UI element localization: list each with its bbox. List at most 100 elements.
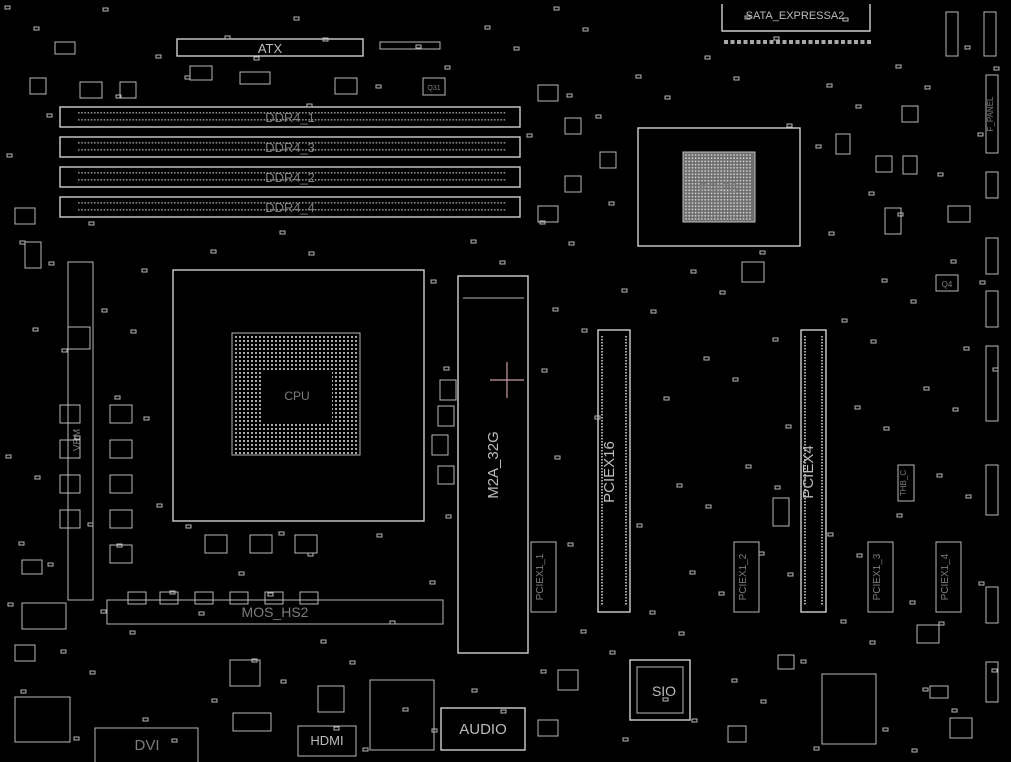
cpu-pin (243, 420, 245, 422)
dimm-pin (369, 179, 371, 181)
cpu-pin (319, 340, 321, 342)
cpu-pin (279, 436, 281, 438)
pcie-pin (821, 501, 823, 503)
pch-ball (742, 182, 745, 185)
dimm-pin (97, 112, 99, 114)
cpu-pin (267, 452, 269, 454)
pcie-pin (601, 429, 603, 431)
cpu-pin (335, 344, 337, 346)
dimm-pin (468, 119, 470, 121)
passive (635, 74, 642, 79)
dimm-pin (446, 202, 448, 204)
cpu-pin (355, 452, 357, 454)
dimm-pin (154, 112, 157, 114)
cpu-pin (247, 440, 249, 442)
pcie-pin (625, 372, 627, 374)
dimm-pin (254, 142, 256, 144)
pcie-pin (625, 387, 627, 389)
pch-ball (701, 154, 703, 156)
dimm-pin (215, 179, 218, 181)
passive (922, 687, 929, 692)
dimm-pin (289, 112, 291, 114)
pch-ball (736, 192, 739, 195)
cpu-pin (279, 428, 281, 430)
pch-ball (723, 202, 726, 204)
pch-ball (701, 179, 703, 182)
pch-ball (720, 198, 723, 201)
cpu-pin (307, 436, 309, 438)
pch-ball (726, 198, 729, 201)
component-outline (334, 77, 358, 95)
cpu-pin (235, 344, 237, 346)
cpu-pin (315, 452, 317, 454)
pcie-pin (625, 417, 627, 419)
cpu-pin (335, 356, 337, 358)
cpu-pin (311, 348, 313, 350)
pch-ball (697, 202, 700, 204)
component-outline (24, 241, 42, 269)
pcie-pin (601, 453, 603, 455)
pch-ball (694, 198, 697, 201)
cpu-pin (267, 356, 269, 358)
pcie-pin (804, 519, 806, 521)
dimm-pin (391, 209, 394, 211)
cpu-pin (323, 432, 325, 434)
pcie-pin (625, 501, 627, 503)
passive (89, 670, 96, 675)
dimm-pin (218, 149, 221, 151)
dimm-pin (302, 119, 304, 121)
cpu-pin (335, 436, 337, 438)
dimm-pin (177, 149, 179, 151)
dimm-pin (122, 172, 125, 174)
cpu-pin (275, 364, 277, 366)
dimm-pin (279, 179, 282, 181)
pcie-pin (625, 513, 627, 515)
dimm-pin (116, 172, 118, 174)
cpu-pin (331, 356, 333, 358)
dimm-pin (78, 112, 80, 114)
pch-ball (726, 166, 729, 169)
dimm-pin (446, 119, 448, 121)
passive (703, 356, 710, 361)
pch-ball (691, 211, 694, 214)
cpu-pin (343, 352, 345, 354)
dimm-pin (468, 112, 470, 114)
pch-ball (717, 208, 719, 211)
pcie-pin (821, 543, 823, 545)
dimm-pin (420, 119, 422, 121)
cpu-pin (255, 420, 257, 422)
passive (869, 640, 876, 645)
dimm-pin (113, 119, 115, 121)
cpu-pin (287, 336, 289, 338)
cpu-pin (339, 428, 341, 430)
cpu-pin (295, 444, 297, 446)
dimm-pin (481, 179, 483, 181)
cpu-pin (347, 388, 349, 390)
passive (649, 610, 656, 615)
dimm-pin (244, 112, 246, 114)
cpu-pin (235, 356, 237, 358)
pch-ball (707, 173, 710, 176)
cpu-pin (311, 356, 313, 358)
component-outline (379, 41, 441, 50)
pcie-pin (821, 336, 823, 338)
dimm-pin (314, 112, 317, 114)
pch-ball (729, 160, 732, 163)
dimm-pin (241, 112, 243, 114)
pch-ball (685, 176, 687, 179)
pcie-pin (804, 480, 806, 482)
cpu-pin (347, 364, 349, 366)
pcie-pin (625, 420, 627, 422)
cpu-pin (275, 452, 277, 454)
pcie-pin (821, 582, 823, 584)
pch-ball (697, 173, 700, 176)
dimm-pin (238, 142, 240, 144)
pcie-pin (821, 399, 823, 401)
pcie-pin (601, 540, 603, 542)
cpu-pin (351, 396, 353, 398)
dimm-pin (151, 209, 154, 211)
dimm-pin (474, 149, 477, 151)
pch-ball (733, 182, 735, 185)
dimm-pin (241, 179, 243, 181)
cpu-pin (347, 424, 349, 426)
